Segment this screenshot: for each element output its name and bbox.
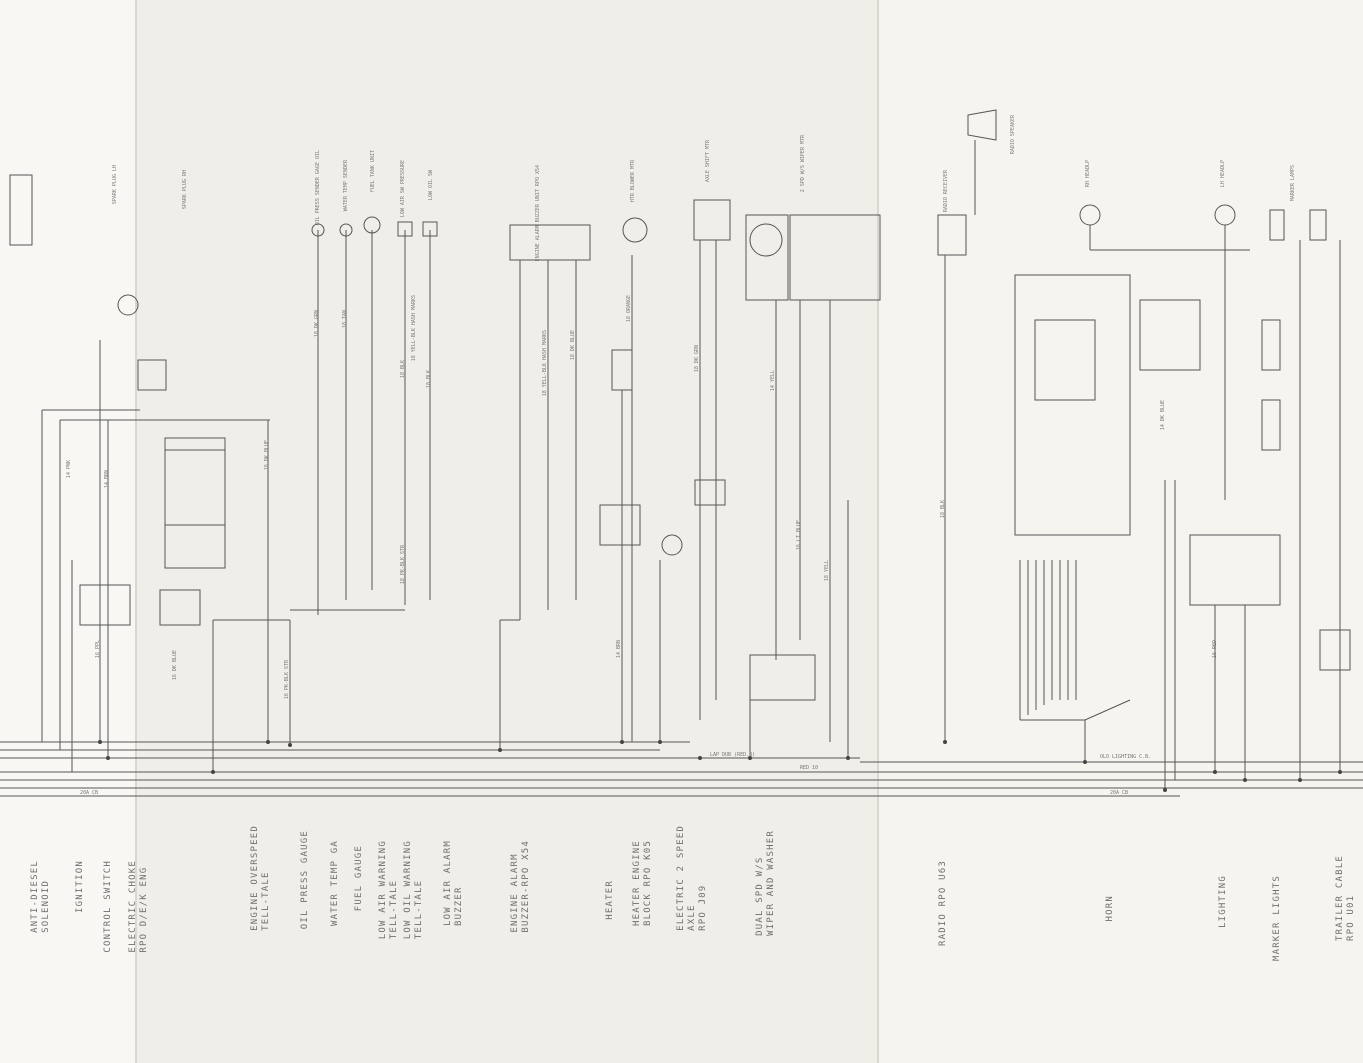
wire-label: 18 BLK: [400, 360, 406, 379]
component-label: FUEL TANK UNIT: [370, 150, 376, 193]
wire-label: 14 DK BLUE: [1160, 400, 1166, 431]
component-label: LOW AIR SW PRESSURE: [400, 160, 406, 218]
circuit-label-fuel-gauge: FUEL GAUGE: [354, 845, 364, 912]
wire-label: 16 PK-BLK STR: [284, 660, 290, 700]
circuit-label-anti-diesel: ANTI-DIESEL SOLENOID: [30, 860, 51, 933]
component-label: LOW OIL SW: [428, 170, 434, 201]
component-label: OIL PRESS SENDER GAGE OIL: [315, 150, 321, 226]
bus-label: LAP DUB (RED.8): [710, 752, 756, 758]
component-label: AXLE SHIFT MTR: [705, 140, 711, 183]
circuit-label-lighting: LIGHTING: [1218, 875, 1228, 928]
wire-label: 18 YELL: [824, 560, 830, 582]
wire-label: 14 BRN: [616, 640, 622, 659]
wire-label: 18 YELL-BLK HASH MARKS: [411, 295, 417, 362]
sheet-panel-left: [0, 0, 136, 1063]
component-label: 2 SPD W/S WIPER MTR: [800, 135, 806, 193]
circuit-label-control-switch: CONTROL SWITCH: [103, 860, 113, 953]
fold-line: [135, 0, 137, 1063]
circuit-label-engine-overspeed: ENGINE OVERSPEED TELL-TALE: [250, 825, 271, 931]
component-label: RH HEADLP: [1085, 160, 1091, 188]
wire-label: 16 RED: [1212, 640, 1218, 659]
sheet-panel-middle: [136, 0, 878, 1063]
wire-label: 18 TAN: [342, 310, 348, 329]
circuit-label-heater-engine: HEATER ENGINE BLOCK RPO K05: [632, 840, 653, 927]
wire-label: 16 LT BLUE: [796, 520, 802, 551]
component-label: LH HEADLP: [1220, 160, 1226, 188]
bus-label: 20A CB: [1110, 790, 1129, 796]
wire-label: 18 YELL-BLK HASH MARKS: [542, 330, 548, 397]
circuit-label-electric-choke: ELECTRIC CHOKE RPO D/E/K ENG: [128, 860, 149, 953]
circuit-label-low-oil: LOW OIL WARNING TELL-TALE: [403, 840, 424, 940]
circuit-label-ignition: IGNITION: [75, 860, 85, 913]
circuit-label-dual-wiper: DUAL SPD W/S WIPER AND WASHER: [755, 830, 776, 936]
wire-label: 18 BLK: [426, 370, 432, 389]
component-label: ENGINE ALARM BUZZER UNIT RPO X54: [535, 165, 541, 262]
circuit-label-low-air: LOW AIR WARNING TELL-TALE: [378, 840, 399, 940]
component-label: SPARK PLUG LH: [112, 165, 118, 205]
component-label: MARKER LAMPS: [1290, 165, 1296, 202]
wire-label: 14 YELL: [770, 370, 776, 392]
sheet-panel-right: [878, 0, 1363, 1063]
wire-label: 18 DK BLUE: [570, 330, 576, 361]
fold-line: [877, 0, 879, 1063]
circuit-label-low-air-buzzer: LOW AIR ALARM BUZZER: [443, 840, 464, 927]
circuit-label-horn: HORN: [1105, 895, 1115, 922]
bus-label: RED 10: [800, 765, 819, 771]
component-label: SPARK PLUG RH: [182, 170, 188, 210]
wire-label: 18 PK-BLK STR: [400, 545, 406, 585]
circuit-label-electric-2speed: ELECTRIC 2 SPEED AXLE RPO J09: [676, 825, 708, 931]
connector-dots: [98, 740, 1342, 792]
component-label: RADIO RECEIVER: [943, 170, 949, 213]
wire-label: 16 PPL: [95, 640, 101, 659]
wire-label: 18 BLK: [940, 500, 946, 519]
circuit-label-engine-alarm: ENGINE ALARM BUZZER-RPO X54: [510, 840, 531, 933]
circuit-label-trailer-cable: TRAILER CABLE RPO U01: [1335, 855, 1356, 942]
circuit-label-water-temp: WATER TEMP GA: [330, 840, 340, 927]
wire-label: 18 DK GRN: [314, 310, 320, 338]
bus-label: OLO LIGHTING C.B.: [1100, 754, 1152, 760]
wire-label: 14 BRN: [104, 470, 110, 489]
circuit-label-oil-press-gauge: OIL PRESS GAUGE: [300, 830, 310, 930]
component-label: WATER TEMP SENDER: [343, 160, 349, 212]
bus-label: 20A CB: [80, 790, 99, 796]
component-label: HTR BLOWER MTR: [630, 160, 636, 203]
circuit-label-radio: RADIO RPO U63: [938, 860, 948, 947]
circuit-label-marker-lights: MARKER LIGHTS: [1272, 875, 1282, 962]
wire-label: 16 DK BLUE: [172, 650, 178, 681]
wire-label: 14 PNK: [66, 460, 72, 479]
wire-label: 18 DK GRN: [694, 345, 700, 373]
wire-label: 18 ORANGE: [626, 295, 632, 323]
component-label: RADIO SPEAKER: [1010, 115, 1016, 155]
circuit-label-heater: HEATER: [605, 880, 615, 920]
wire-label: 16 DK BLUE: [264, 440, 270, 471]
